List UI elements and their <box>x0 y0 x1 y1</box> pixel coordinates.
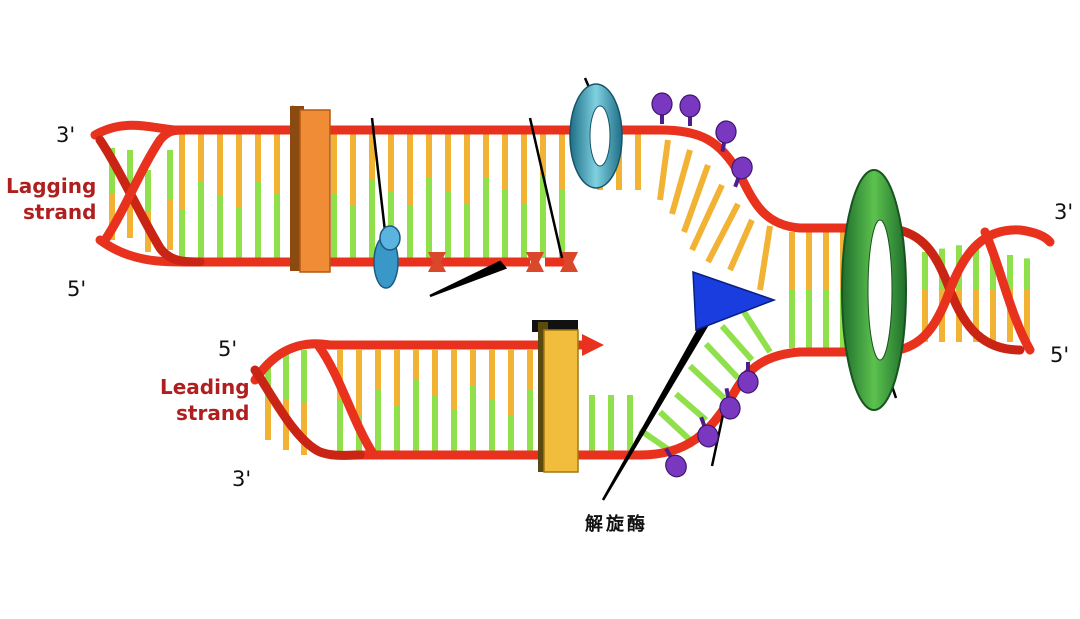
parent-duplex-backbones <box>875 223 1055 357</box>
topoisomerase-ring <box>569 83 623 189</box>
fork-base-yellow <box>669 149 693 215</box>
end-label-parent-bottom: 5' <box>1050 343 1069 367</box>
strand-labels: Lagging strand Leading strand <box>6 174 250 425</box>
primase <box>373 225 401 289</box>
helicase <box>692 270 777 332</box>
fork-base-yellow <box>727 218 755 272</box>
fork-base-green <box>703 341 741 381</box>
end-label-leading-top: 5' <box>218 337 237 361</box>
leading-arrowhead <box>582 334 604 356</box>
fork-base-green <box>674 391 708 423</box>
lagging-strand-label-line2: strand <box>23 200 96 224</box>
lagging-strand-backbones <box>90 120 885 267</box>
fork-base-yellow <box>705 202 741 264</box>
fork-base-yellow <box>657 139 671 201</box>
ssb-protein <box>737 362 759 394</box>
lagging-template-backbone <box>90 120 885 233</box>
pointer-line <box>528 117 564 259</box>
sliding-clamp-ring <box>841 169 907 411</box>
end-label-lagging-bottom: 5' <box>67 277 86 301</box>
ssb-protein <box>715 120 737 153</box>
ssb-proteins-top <box>651 92 753 188</box>
leading-dna-polymerase <box>532 320 579 473</box>
leading-strand-label-line1: Leading <box>160 375 250 399</box>
fork-base-green <box>719 324 755 362</box>
lagging-helix-twist <box>95 135 205 267</box>
rna-primer <box>428 252 446 272</box>
fork-single-strand-bases <box>638 139 773 455</box>
lagging-helix-twist-2 <box>100 125 190 245</box>
fork-base-yellow <box>681 163 711 234</box>
ssb-protein <box>719 387 741 420</box>
polymerase-side-left <box>538 322 548 472</box>
rna-primer <box>560 252 578 272</box>
fork-base-green <box>687 363 727 401</box>
leading-strand-base-pairs <box>265 350 633 455</box>
rna-primer <box>526 252 544 272</box>
ssb-protein <box>679 94 701 126</box>
ssb-proteins-bottom <box>664 362 759 478</box>
parent-backbone-b <box>875 225 1055 357</box>
helicase-triangle <box>692 270 777 332</box>
pointer-wedge <box>601 298 722 501</box>
ssb-protein <box>664 447 687 478</box>
end-label-parent-top: 3' <box>1054 200 1073 224</box>
end-label-lagging-top: 3' <box>56 123 75 147</box>
primase-top <box>379 225 401 251</box>
leading-strand-label-line2: strand <box>176 401 249 425</box>
rna-primers <box>428 252 578 272</box>
fork-base-yellow <box>689 183 725 252</box>
fork-base-green <box>741 310 773 354</box>
end-label-leading-bottom: 3' <box>232 467 251 491</box>
lagging-dna-polymerase <box>290 106 331 273</box>
fork-base-green <box>657 409 693 443</box>
end-labels: 3' 5' 5' 3' 3' 5' <box>56 123 1073 491</box>
helicase-label: 解旋酶 <box>585 513 648 535</box>
clamp-hole <box>867 219 893 361</box>
leading-helix-twist-3 <box>313 340 377 457</box>
ssb-protein <box>697 416 719 448</box>
lagging-strand-label-line1: Lagging <box>6 174 96 198</box>
pointer-line <box>370 117 388 241</box>
leading-helix-twist-2 <box>250 365 365 460</box>
fork-base-yellow <box>757 225 773 291</box>
ssb-protein <box>651 92 673 124</box>
polymerase-face <box>299 109 331 273</box>
pointer-wedge <box>429 260 508 298</box>
ssb-protein <box>731 156 753 188</box>
topoisomerase-hole <box>589 105 611 167</box>
parent-backbone-c <box>980 227 1035 355</box>
polymerase-face <box>543 329 579 473</box>
